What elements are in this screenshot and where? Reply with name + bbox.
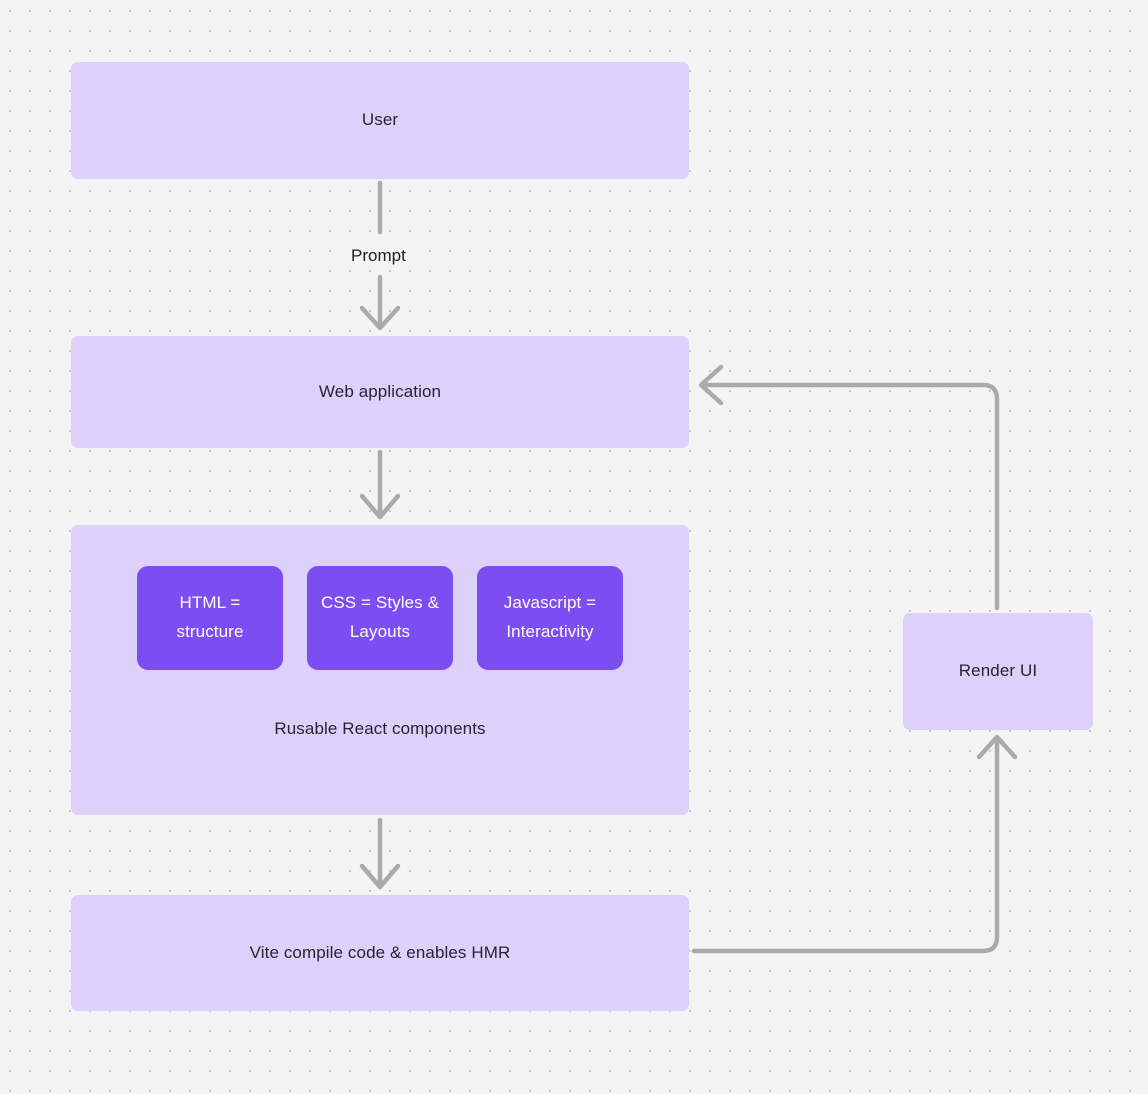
node-web-application-label: Web application — [318, 381, 442, 401]
node-react-components-group[interactable]: HTML = structure CSS = Styles & Layouts … — [71, 525, 689, 815]
chip-css-label: CSS = Styles & Layouts — [320, 593, 440, 641]
node-render-ui[interactable]: Render UI — [903, 613, 1093, 730]
chip-javascript-label: Javascript = Interactivity — [503, 593, 597, 641]
node-user[interactable]: User — [71, 62, 689, 179]
edge-vite-to-render — [691, 736, 1000, 954]
chip-css[interactable]: CSS = Styles & Layouts — [307, 566, 453, 670]
node-react-components-caption: Rusable React components — [274, 719, 486, 738]
chip-row: HTML = structure CSS = Styles & Layouts … — [71, 566, 689, 670]
chip-html[interactable]: HTML = structure — [137, 566, 283, 670]
node-web-application[interactable]: Web application — [71, 336, 689, 448]
arrowhead-down-vite — [359, 863, 401, 890]
arrowhead-left-webapp — [698, 364, 724, 406]
node-render-ui-label: Render UI — [958, 661, 1038, 681]
node-vite-label: Vite compile code & enables HMR — [249, 942, 511, 962]
arrowhead-up-render — [976, 734, 1018, 760]
edge-label-prompt: Prompt — [344, 245, 413, 267]
node-vite[interactable]: Vite compile code & enables HMR — [71, 895, 689, 1011]
node-user-label: User — [361, 110, 399, 130]
arrowhead-down-webapp — [359, 305, 401, 331]
chip-javascript[interactable]: Javascript = Interactivity — [477, 566, 623, 670]
edge-render-to-webapp — [700, 382, 1000, 611]
arrowhead-down-components — [359, 493, 401, 520]
chip-html-label: HTML = structure — [176, 593, 244, 641]
